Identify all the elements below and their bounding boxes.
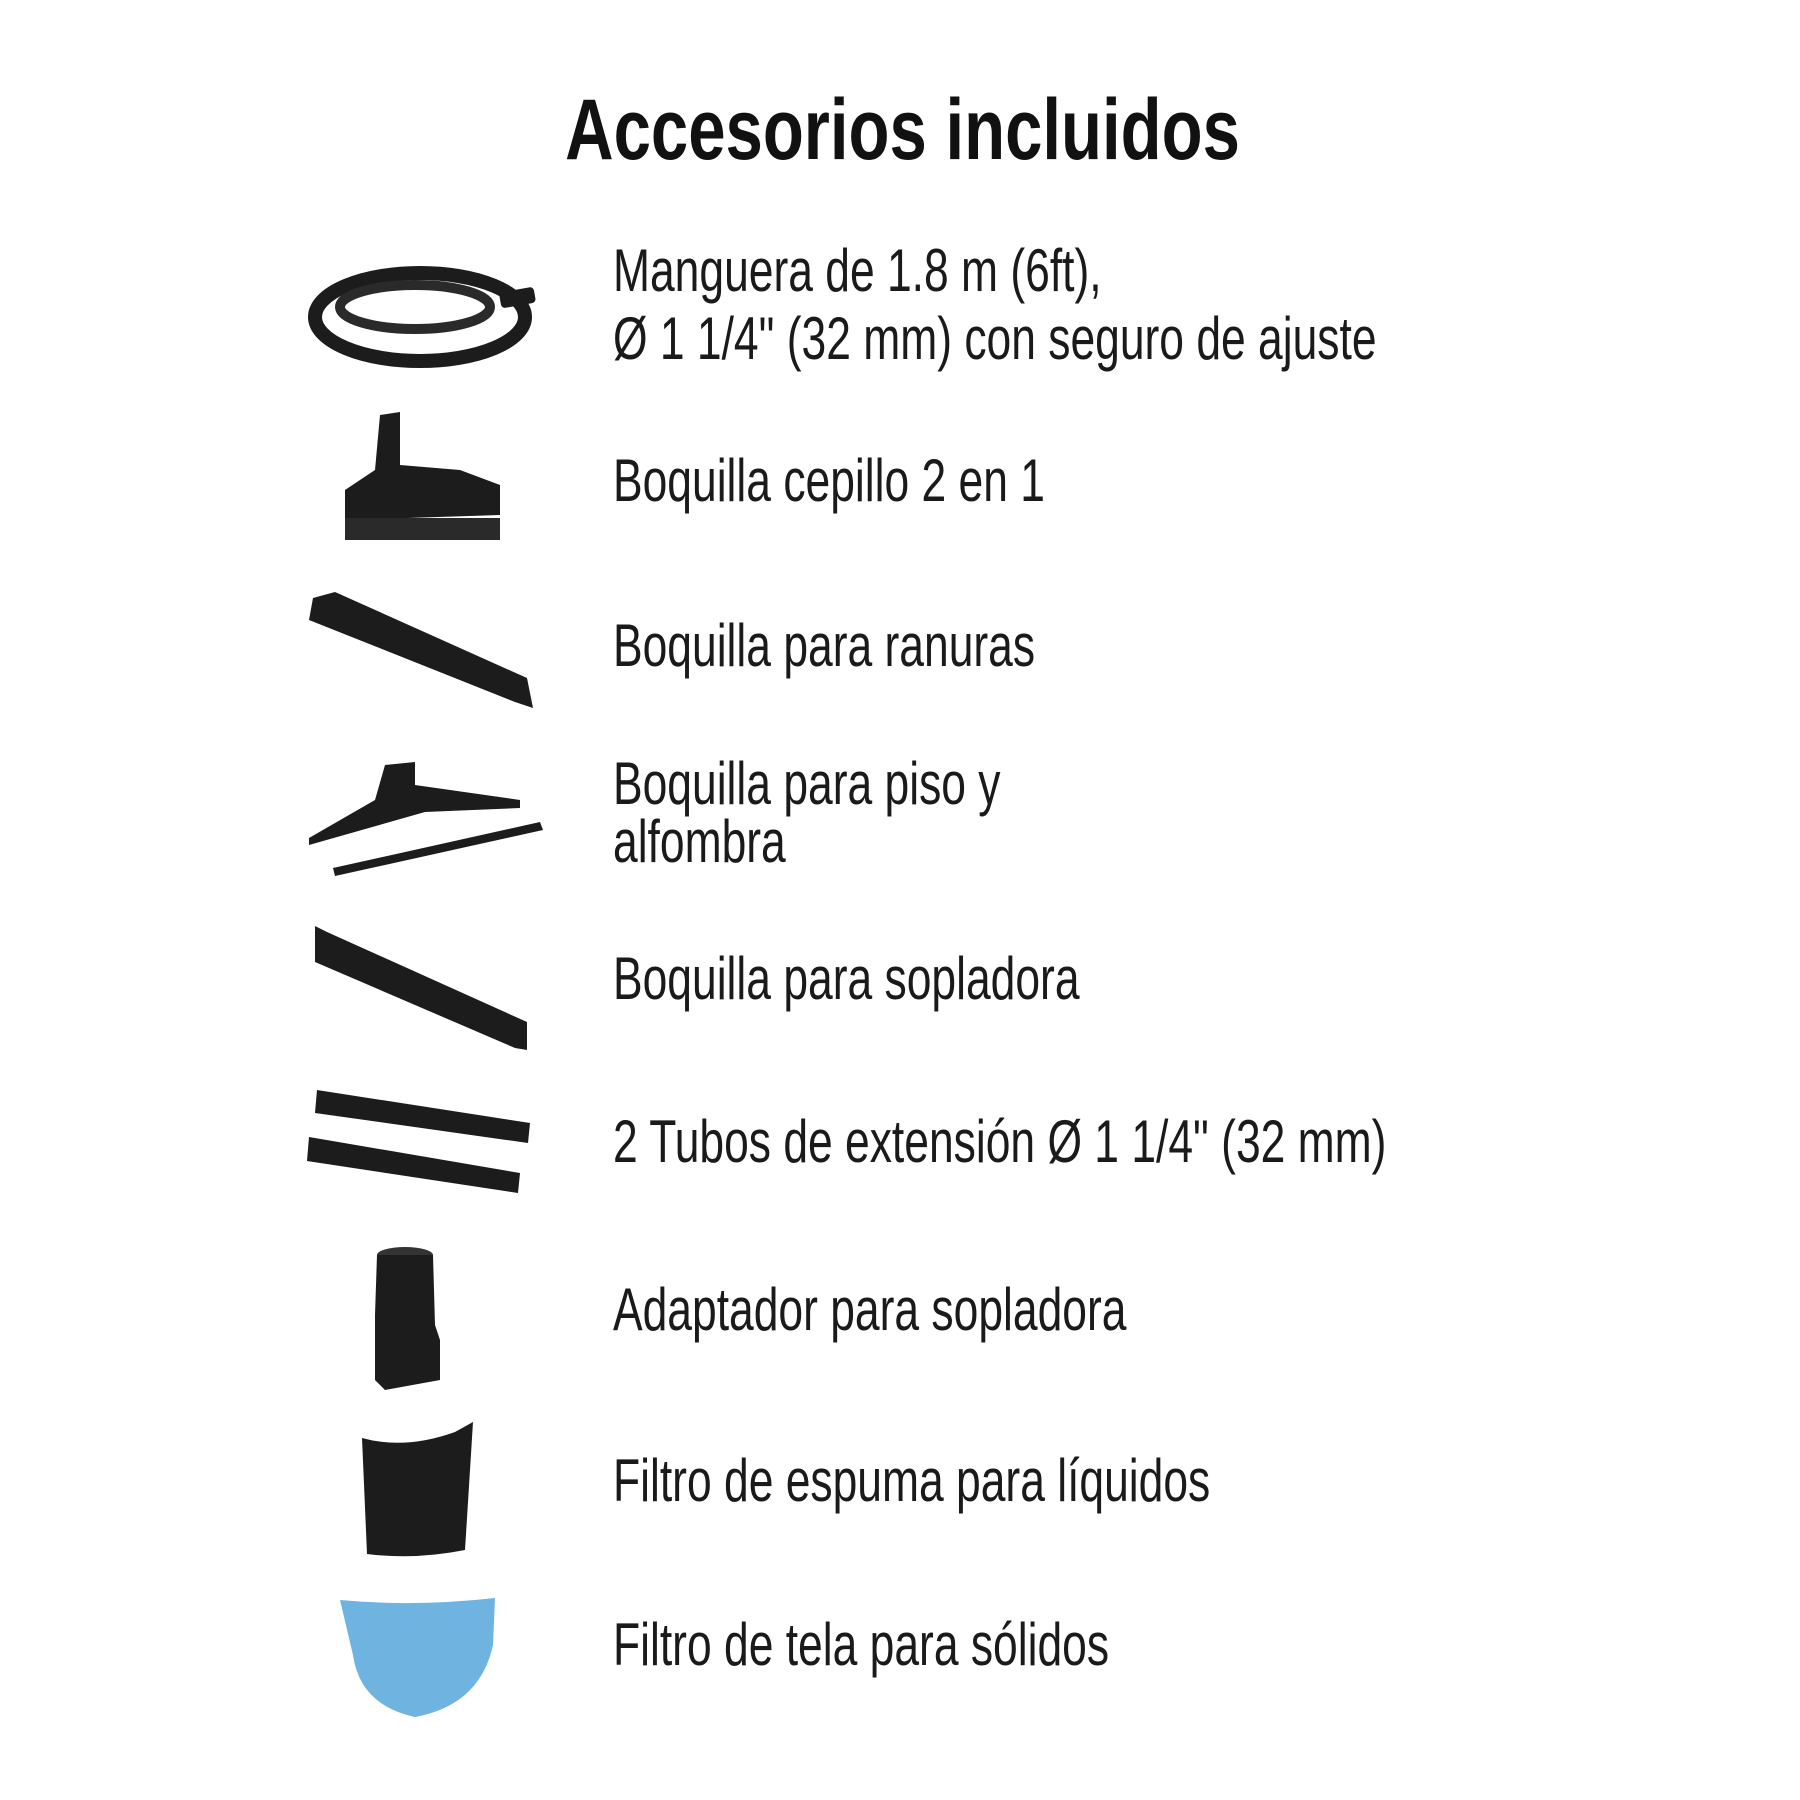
label-line: alfombra [613,808,786,875]
label-line: Boquilla para piso y [613,750,1001,817]
foam-filter-icon [305,1420,545,1560]
label-line: Manguera de 1.8 m (6ft), [613,237,1102,304]
accessory-label: Boquilla cepillo 2 en 1 [613,447,1045,514]
accessory-label: 2 Tubos de extensión Ø 1 1/4" (32 mm) [613,1108,1387,1175]
accessory-label: Boquilla para ranuras [613,612,1036,679]
hose-icon [305,255,545,370]
accessory-label: Manguera de 1.8 m (6ft), Ø 1 1/4" (32 mm… [613,237,1377,372]
label-line: Ø 1 1/4" (32 mm) con seguro de ajuste [613,305,1377,372]
accessory-label: Boquilla para piso y alfombra [613,750,1001,875]
brush-nozzle-icon [305,410,545,555]
page-title: Accesorios incluidos [0,82,1800,178]
crevice-nozzle-icon [305,590,545,715]
accessory-label: Filtro de tela para sólidos [613,1611,1110,1678]
blower-nozzle-icon [305,922,545,1052]
accessory-label: Adaptador para sopladora [613,1276,1127,1343]
floor-nozzle-icon [305,760,545,880]
page-title-text: Accesorios incluidos [565,82,1241,178]
accessory-label: Filtro de espuma para líquidos [613,1447,1211,1514]
accessory-label: Boquilla para sopladora [613,945,1080,1012]
blower-adapter-icon [305,1245,545,1395]
cloth-filter-icon [305,1595,545,1720]
extension-tubes-icon [305,1085,545,1205]
